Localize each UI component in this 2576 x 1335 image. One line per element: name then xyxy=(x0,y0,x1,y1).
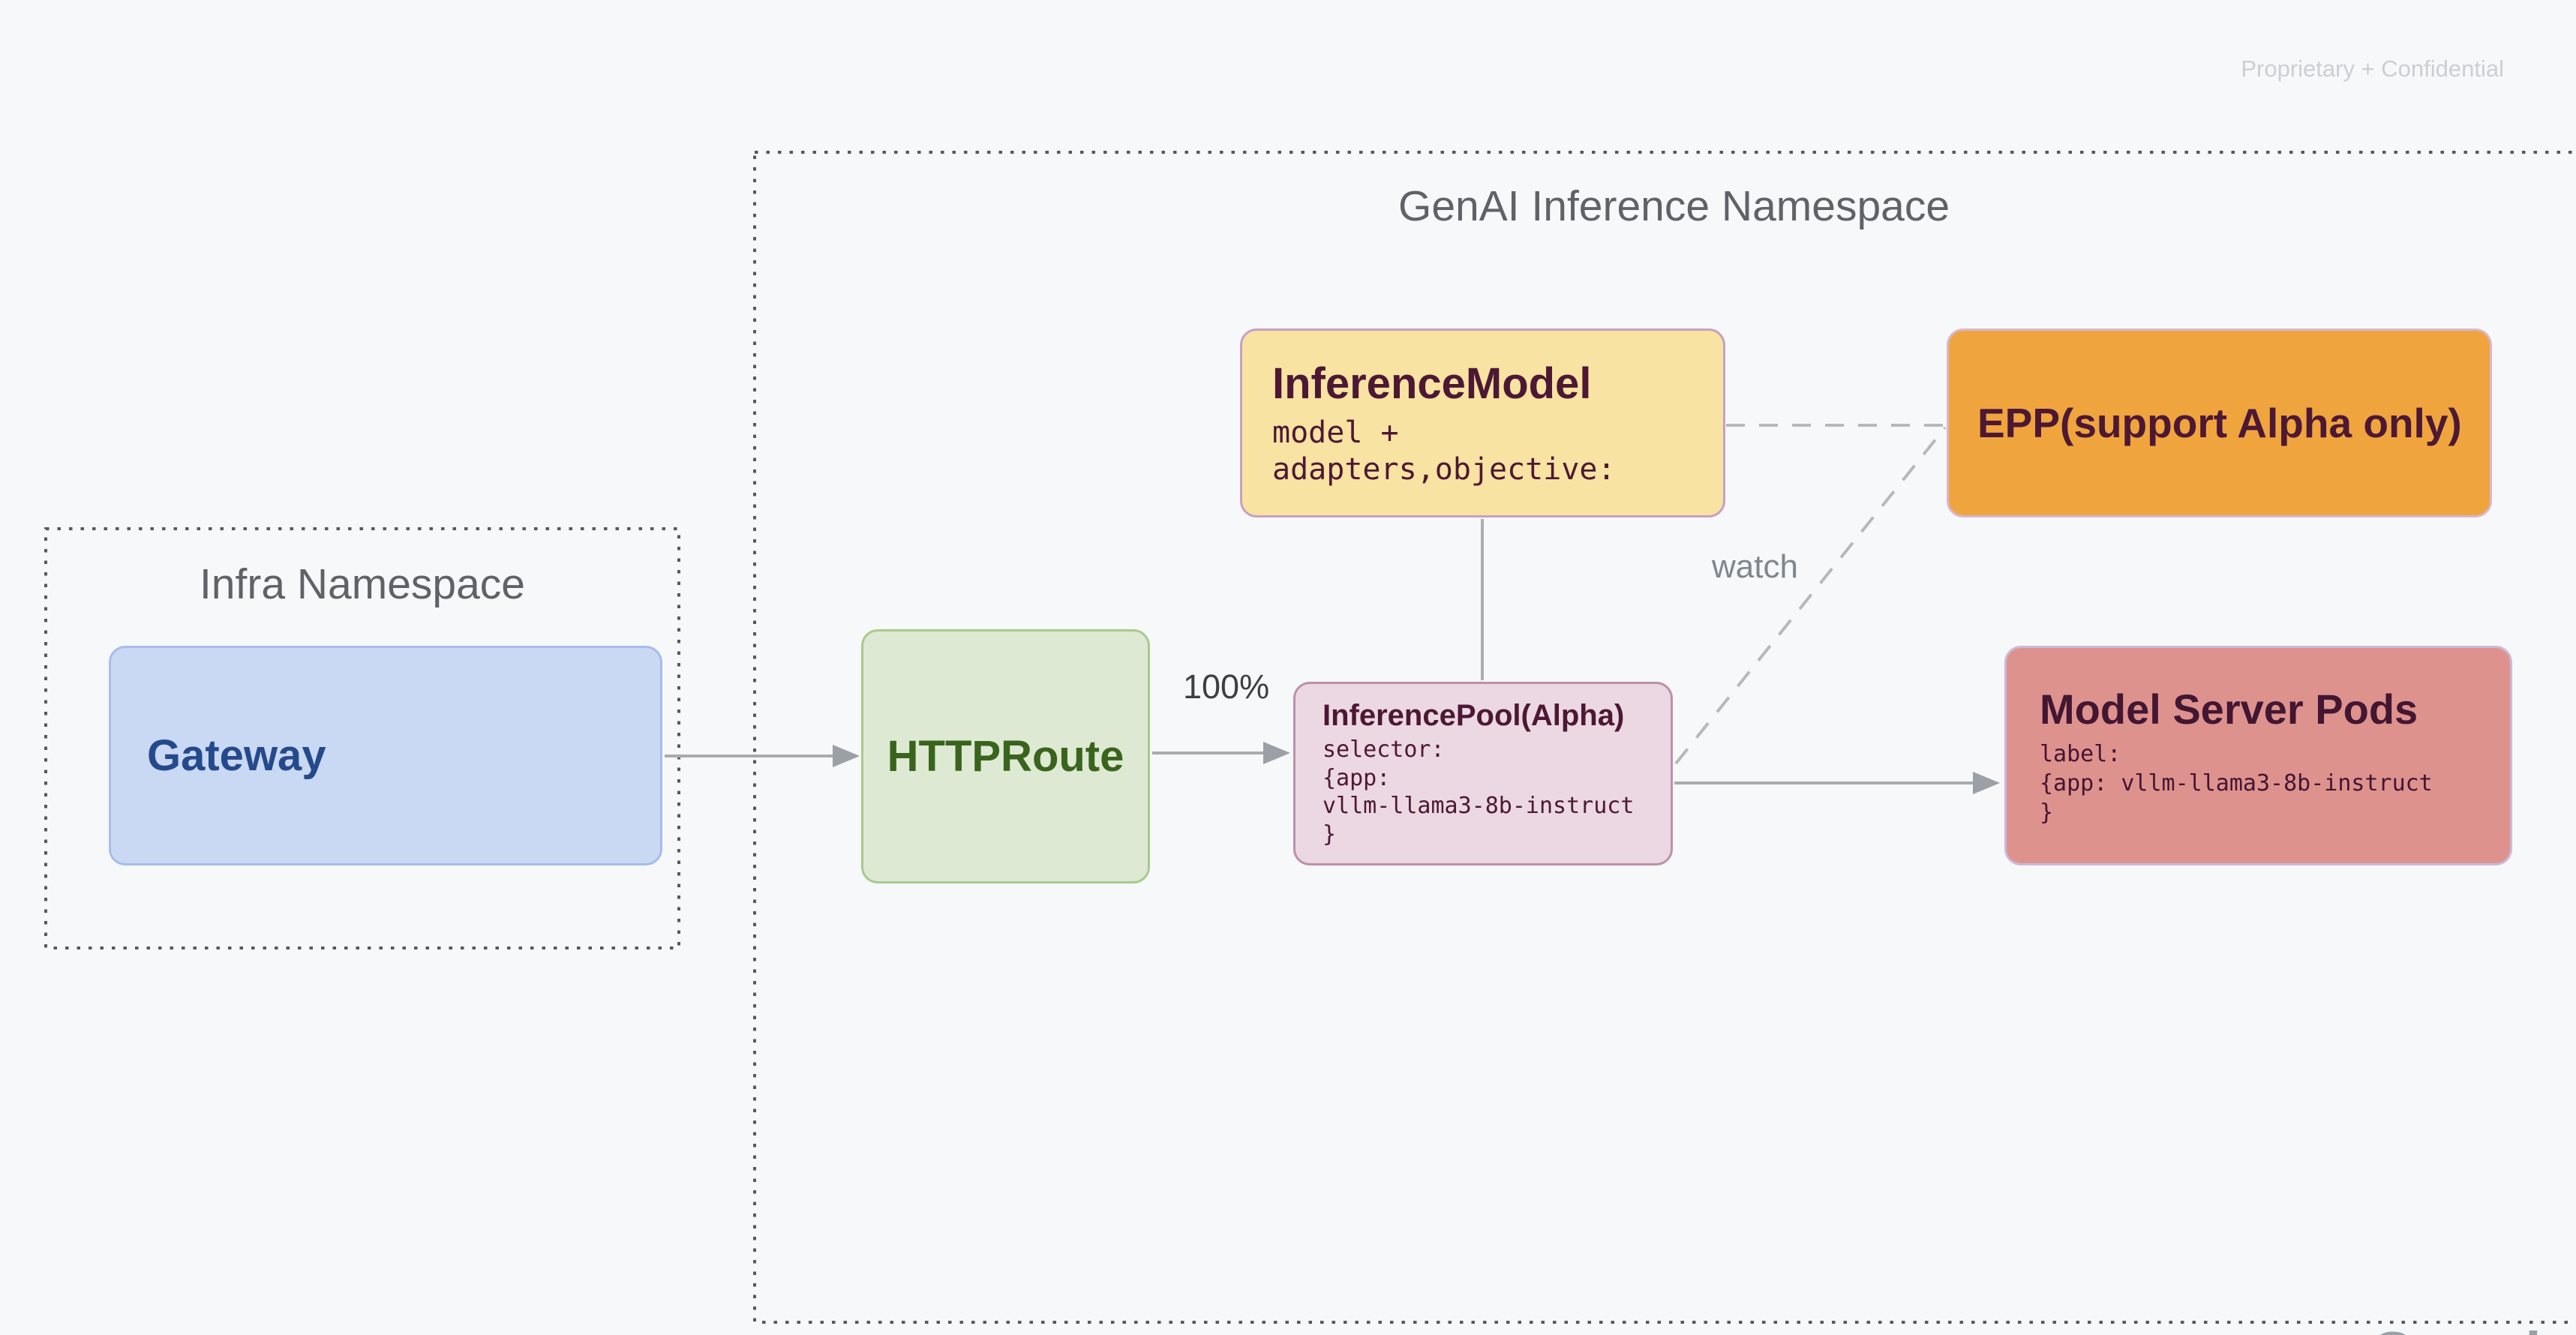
watermark: Proprietary + Confidential xyxy=(2241,56,2504,82)
arrowhead-icon xyxy=(1263,742,1290,764)
model-server-pods-body: label: {app: vllm-llama3-8b-instruct } xyxy=(2040,740,2433,826)
inference-model-node: InferenceModel model + adapters,objectiv… xyxy=(1240,328,1725,518)
infra-namespace-title: Infra Namespace xyxy=(199,560,526,608)
gateway-node: Gateway xyxy=(109,646,662,866)
arrowhead-icon xyxy=(833,745,860,767)
arrowhead-icon xyxy=(1973,772,2000,794)
infra-namespace-box xyxy=(44,527,680,950)
route-weight-label: 100% xyxy=(1183,668,1270,706)
inference-pool-title: InferencePool(Alpha) xyxy=(1323,699,1625,732)
httproute-node: HTTPRoute xyxy=(861,629,1150,884)
epp-node: EPP(support Alpha only) xyxy=(1947,328,2492,518)
genai-namespace-box xyxy=(753,151,2576,1324)
epp-title: EPP(support Alpha only) xyxy=(1977,400,2462,446)
inference-model-body: model + adapters,objective: xyxy=(1272,415,1616,487)
inference-pool-body: selector: {app: vllm-llama3-8b-instruct … xyxy=(1323,736,1635,848)
watch-label: watch xyxy=(1712,548,1798,585)
model-server-pods-title: Model Server Pods xyxy=(2040,685,2418,733)
connector-inferencepool-epp-watch-dashed xyxy=(1674,426,1947,765)
inference-pool-node: InferencePool(Alpha) selector: {app: vll… xyxy=(1293,682,1673,866)
inference-model-title: InferenceModel xyxy=(1272,358,1592,408)
google-logo: Google xyxy=(2370,1324,2576,1335)
genai-namespace-title: GenAI Inference Namespace xyxy=(1398,182,1950,230)
gateway-title: Gateway xyxy=(147,731,326,780)
httproute-title: HTTPRoute xyxy=(887,732,1124,781)
model-server-pods-node: Model Server Pods label: {app: vllm-llam… xyxy=(2004,646,2512,866)
